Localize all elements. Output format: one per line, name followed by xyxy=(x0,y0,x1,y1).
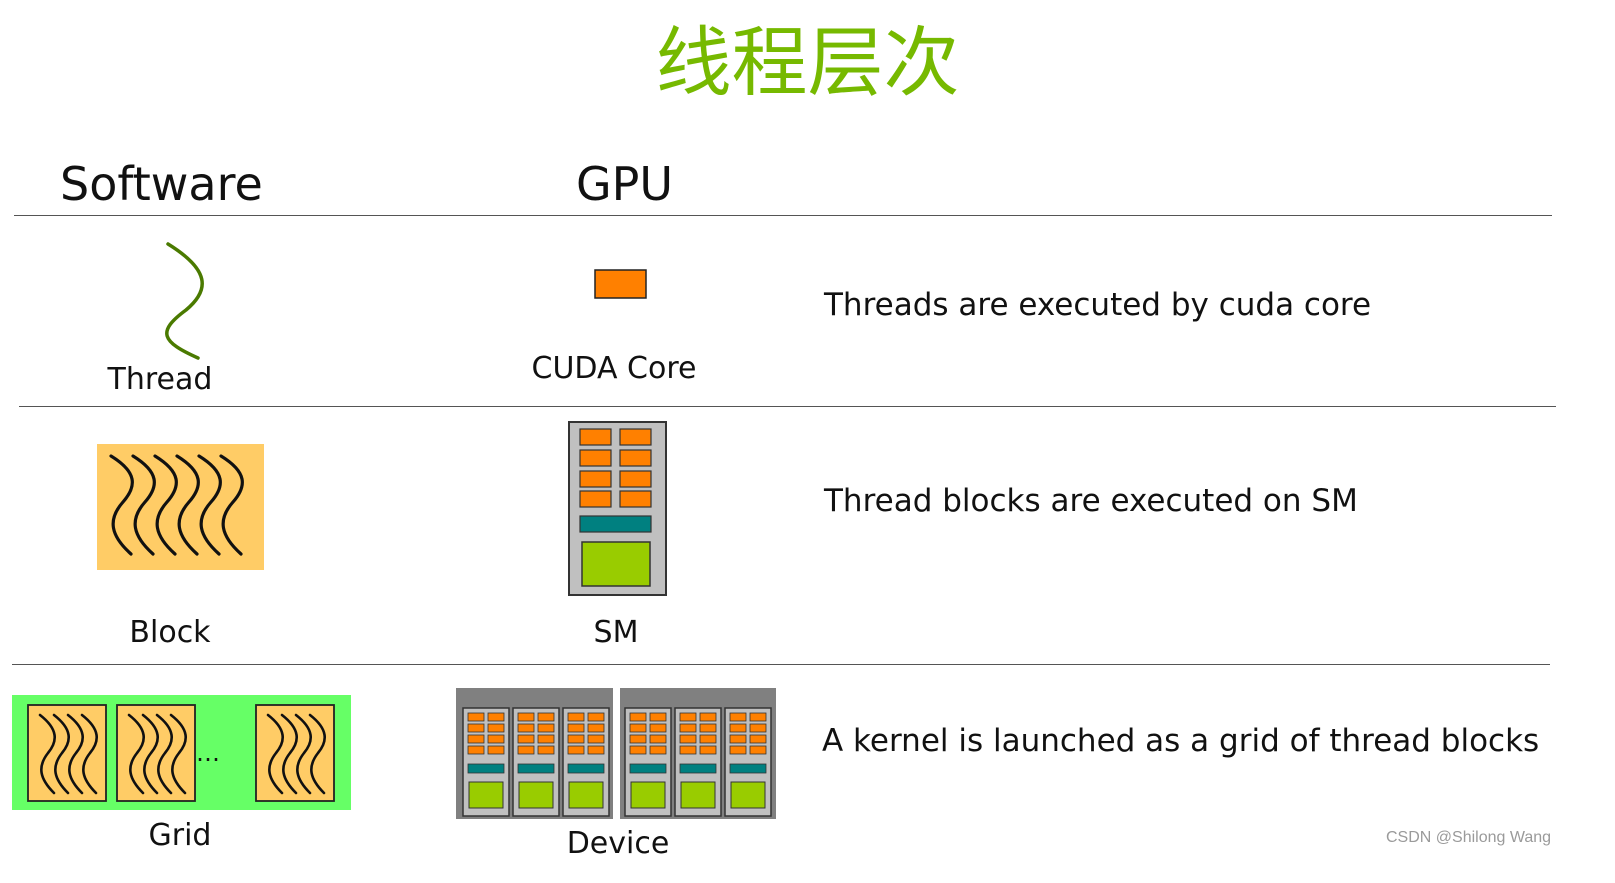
sm-label: SM xyxy=(593,615,639,650)
grid-ellipsis: … xyxy=(196,739,220,767)
device-label: Device xyxy=(566,826,670,861)
row-divider-2 xyxy=(12,664,1550,665)
cuda-core-icon xyxy=(594,269,647,299)
thread-wave-icon xyxy=(165,242,204,360)
streaming-multiprocessor-icon xyxy=(568,421,667,596)
thread-block-icon xyxy=(97,444,264,570)
gpu-device-icon xyxy=(456,688,776,819)
row-divider-1 xyxy=(19,406,1556,407)
block-label: Block xyxy=(129,615,211,650)
thread-label: Thread xyxy=(107,362,213,397)
grid-description: A kernel is launched as a grid of thread… xyxy=(822,723,1540,759)
thread-grid-icon xyxy=(12,695,351,810)
gpu-column-header: GPU xyxy=(576,157,674,211)
page-title: 线程层次 xyxy=(655,18,960,107)
cuda-core-label: CUDA Core xyxy=(531,351,697,386)
software-column-header: Software xyxy=(60,157,263,211)
block-description: Thread blocks are executed on SM xyxy=(824,483,1358,519)
thread-description: Threads are executed by cuda core xyxy=(824,287,1372,323)
header-divider xyxy=(14,215,1552,216)
watermark: CSDN @Shilong Wang xyxy=(1386,829,1552,846)
grid-label: Grid xyxy=(148,818,212,853)
